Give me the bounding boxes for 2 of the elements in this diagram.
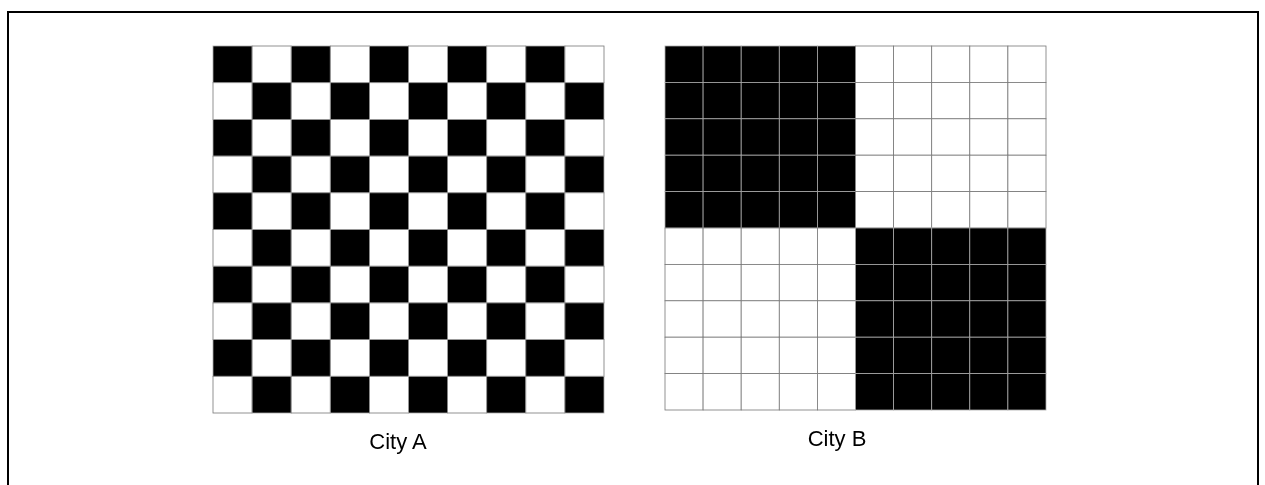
grid-caption: City A — [369, 429, 427, 455]
grid-caption: City B — [807, 426, 867, 452]
